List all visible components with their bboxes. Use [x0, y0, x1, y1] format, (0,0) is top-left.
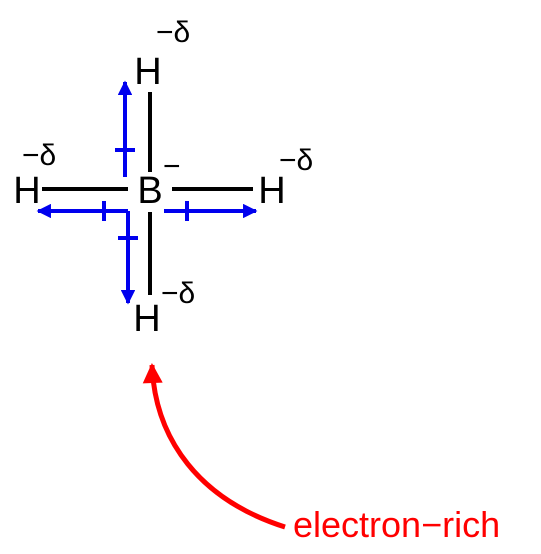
atom-boron: B: [137, 170, 162, 212]
boron-charge: −: [163, 150, 181, 183]
electron-rich-arrow: [142, 363, 286, 530]
atom-hydrogen-top: H: [134, 51, 161, 93]
partial-charge-right: −δ: [279, 144, 313, 177]
bonds: [42, 92, 253, 295]
atom-hydrogen-bottom: H: [133, 298, 160, 340]
partial-charge-top: −δ: [156, 16, 190, 49]
partial-charge-bottom: −δ: [161, 277, 195, 310]
partial-charge-left: −δ: [22, 139, 56, 172]
electron-rich-label: electron−rich: [293, 504, 500, 545]
atom-hydrogen-right: H: [258, 170, 285, 212]
dipole-arrows: [36, 80, 258, 305]
atom-hydrogen-left: H: [13, 170, 40, 212]
